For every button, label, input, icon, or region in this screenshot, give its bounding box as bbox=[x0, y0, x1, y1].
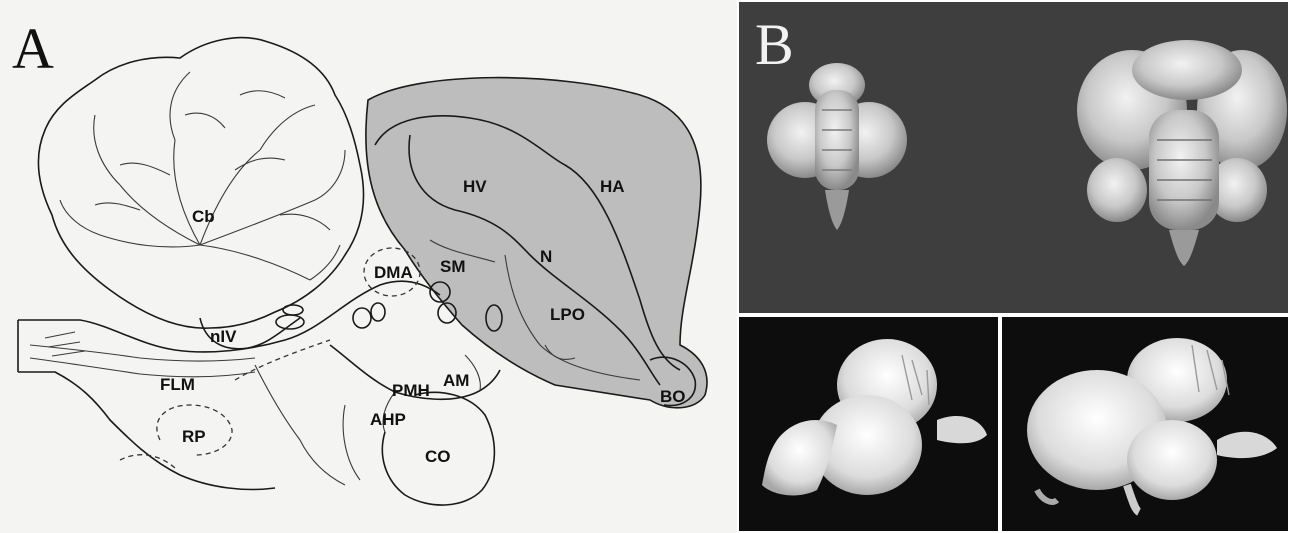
label-co: CO bbox=[425, 447, 451, 466]
vertical-divider bbox=[998, 317, 1002, 533]
label-ha: HA bbox=[600, 177, 625, 196]
label-niv: nIV bbox=[210, 327, 237, 346]
label-lpo: LPO bbox=[550, 305, 585, 324]
label-am: AM bbox=[443, 371, 469, 390]
horizontal-divider bbox=[737, 313, 1290, 317]
photo-top bbox=[739, 2, 1288, 313]
photo-bottom-left bbox=[739, 317, 998, 531]
label-n: N bbox=[540, 247, 552, 266]
panel-a-letter: A bbox=[12, 16, 54, 81]
panel-a-brain-diagram: A Cb HV HA N SM DMA LPO nIV FLM PMH AM A… bbox=[0, 0, 737, 533]
label-sm: SM bbox=[440, 257, 466, 276]
label-rp: RP bbox=[182, 427, 206, 446]
photo-bottom-right bbox=[1002, 317, 1288, 531]
label-ahp: AHP bbox=[370, 410, 406, 429]
label-dma: DMA bbox=[374, 263, 413, 282]
label-bo: BO bbox=[660, 387, 686, 406]
label-flm: FLM bbox=[160, 375, 195, 394]
label-pmh: PMH bbox=[392, 381, 430, 400]
label-hv: HV bbox=[463, 177, 487, 196]
panel-b-brain-photos: B bbox=[737, 0, 1290, 533]
panel-b-letter: B bbox=[755, 12, 794, 77]
label-cb: Cb bbox=[192, 207, 215, 226]
